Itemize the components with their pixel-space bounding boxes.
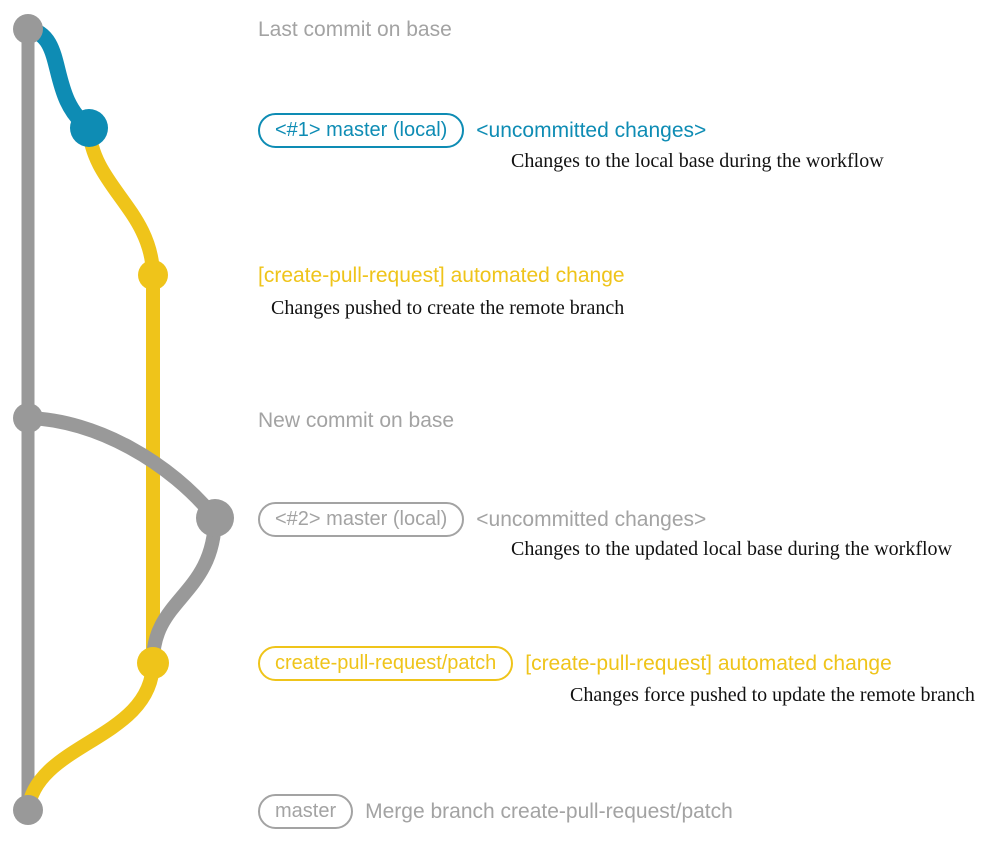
desc-pushed-create-remote-branch: Changes pushed to create the remote bran… [271,297,625,319]
desc-updated-local-base: Changes to the updated local base during… [511,538,952,560]
desc-local-base: Changes to the local base during the wor… [511,150,884,172]
pill-create-pull-request-patch[interactable]: create-pull-request/patch [258,646,514,681]
headline-automated-change-2: [create-pull-request] automated change [525,652,892,675]
desc-force-pushed-update: Changes force pushed to update the remot… [570,684,975,706]
pill-master[interactable]: master [258,794,354,829]
headline-merge-branch: Merge branch create-pull-request/patch [365,800,733,823]
node-base-new-commit [13,403,43,433]
node-automated-change-2 [137,647,169,679]
row-merge-commit: master Merge branch create-pull-request/… [258,794,733,829]
label-last-commit-on-base: Last commit on base [258,18,452,41]
node-automated-change-1 [138,260,168,290]
row-patch-branch: create-pull-request/patch [create-pull-r… [258,646,892,681]
node-local-master-1 [70,109,108,147]
row-local-master-2: <#2> master (local) <uncommitted changes… [258,502,706,537]
headline-uncommitted-changes-2: <uncommitted changes> [476,508,707,531]
patch-merge-line [21,656,160,817]
base-to-local-2-line [21,411,222,525]
label-new-commit-on-base: New commit on base [258,409,455,432]
headline-uncommitted-changes-1: <uncommitted changes> [476,119,707,142]
node-local-master-2 [196,499,234,537]
pill-master-local-2[interactable]: <#2> master (local) [258,502,465,537]
headline-automated-change-1: [create-pull-request] automated change [258,264,625,287]
node-merge-commit [13,795,43,825]
local-2-to-patch-line [145,511,222,670]
row-local-master-1: <#1> master (local) <uncommitted changes… [258,113,706,148]
node-base-last-commit [13,14,43,44]
pill-master-local-1[interactable]: <#1> master (local) [258,113,465,148]
